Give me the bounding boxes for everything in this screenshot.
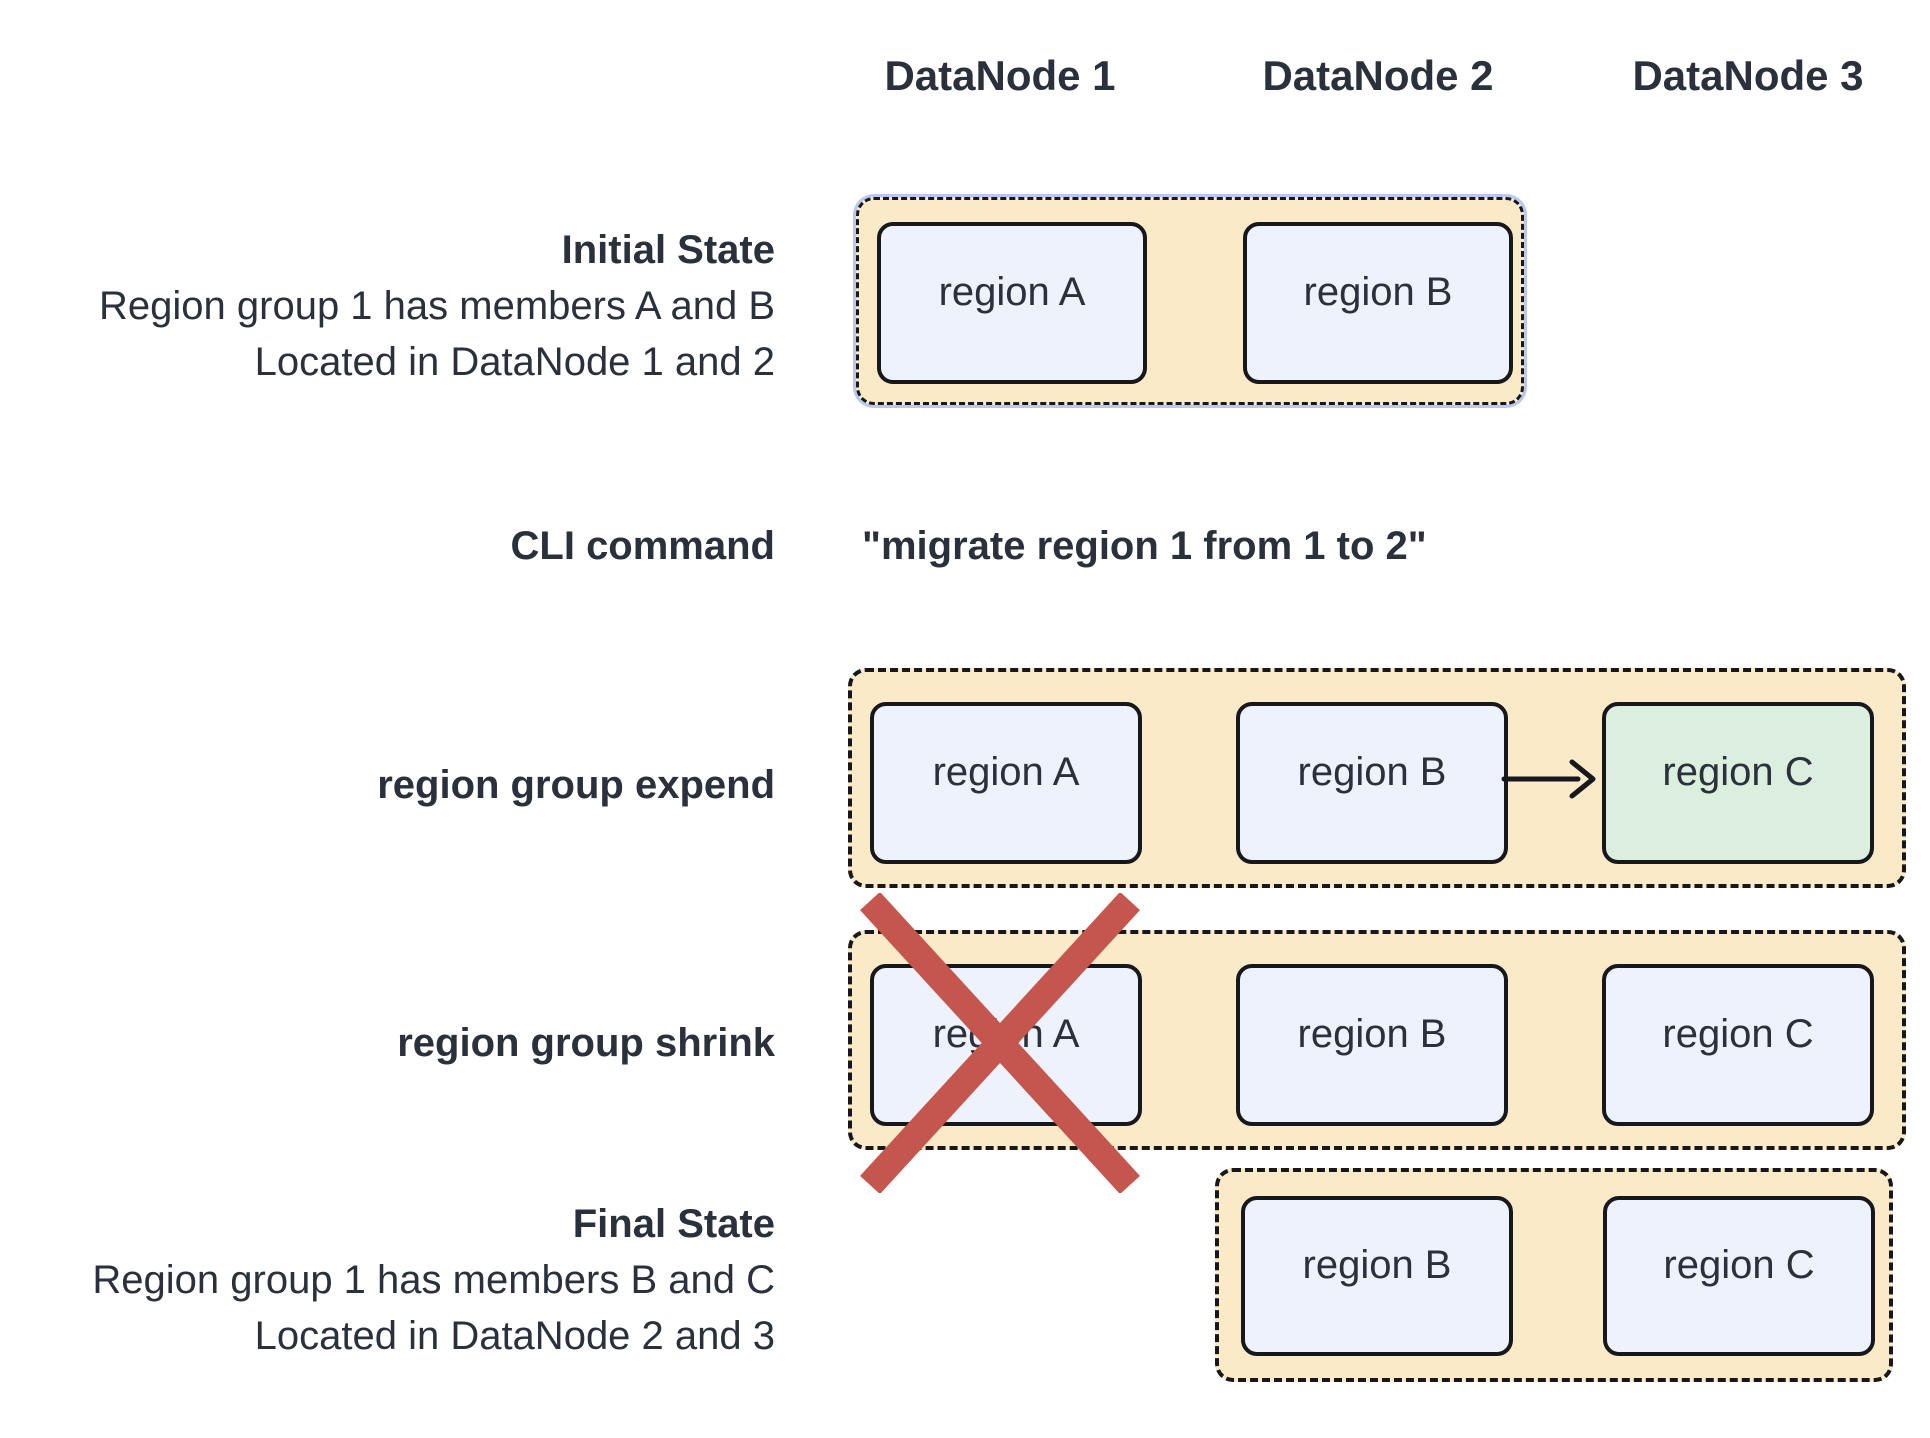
final-region-b: region B [1241,1196,1513,1356]
initial-state-caption: Initial State Region group 1 has members… [15,222,775,390]
expend-region-b: region B [1236,702,1508,864]
initial-region-b: region B [1243,222,1513,384]
initial-state-desc-1: Region group 1 has members A and B [99,284,775,328]
initial-state-title: Initial State [561,228,775,272]
shrink-region-c: region C [1602,964,1874,1126]
initial-region-a: region A [877,222,1147,384]
final-state-title: Final State [572,1202,775,1246]
region-group-initial: region A region B [856,197,1524,405]
final-state-desc-1: Region group 1 has members B and C [92,1258,775,1302]
expend-region-a: region A [870,702,1142,864]
column-header-datanode-1: DataNode 1 [884,52,1116,99]
cli-command-label: CLI command [510,524,775,568]
final-state-desc-2: Located in DataNode 2 and 3 [254,1314,775,1358]
cli-command-text: "migrate region 1 from 1 to 2" [862,524,1427,568]
region-group-final: region B region C [1215,1168,1893,1382]
column-header-datanode-3: DataNode 3 [1632,52,1864,99]
migration-arrow-icon [1501,759,1596,799]
shrink-row-label: region group shrink [397,1021,775,1065]
expend-row-label: region group expend [377,763,775,807]
final-region-c: region C [1603,1196,1875,1356]
shrink-region-a-removed: region A [870,964,1142,1126]
column-header-datanode-2: DataNode 2 [1262,52,1494,99]
final-state-caption: Final State Region group 1 has members B… [15,1196,775,1364]
shrink-region-b: region B [1236,964,1508,1126]
initial-state-desc-2: Located in DataNode 1 and 2 [254,340,775,384]
region-group-shrink: region A region B region C [848,930,1906,1150]
expend-region-c-new: region C [1602,702,1874,864]
region-group-expend: region A region B region C [848,668,1906,888]
